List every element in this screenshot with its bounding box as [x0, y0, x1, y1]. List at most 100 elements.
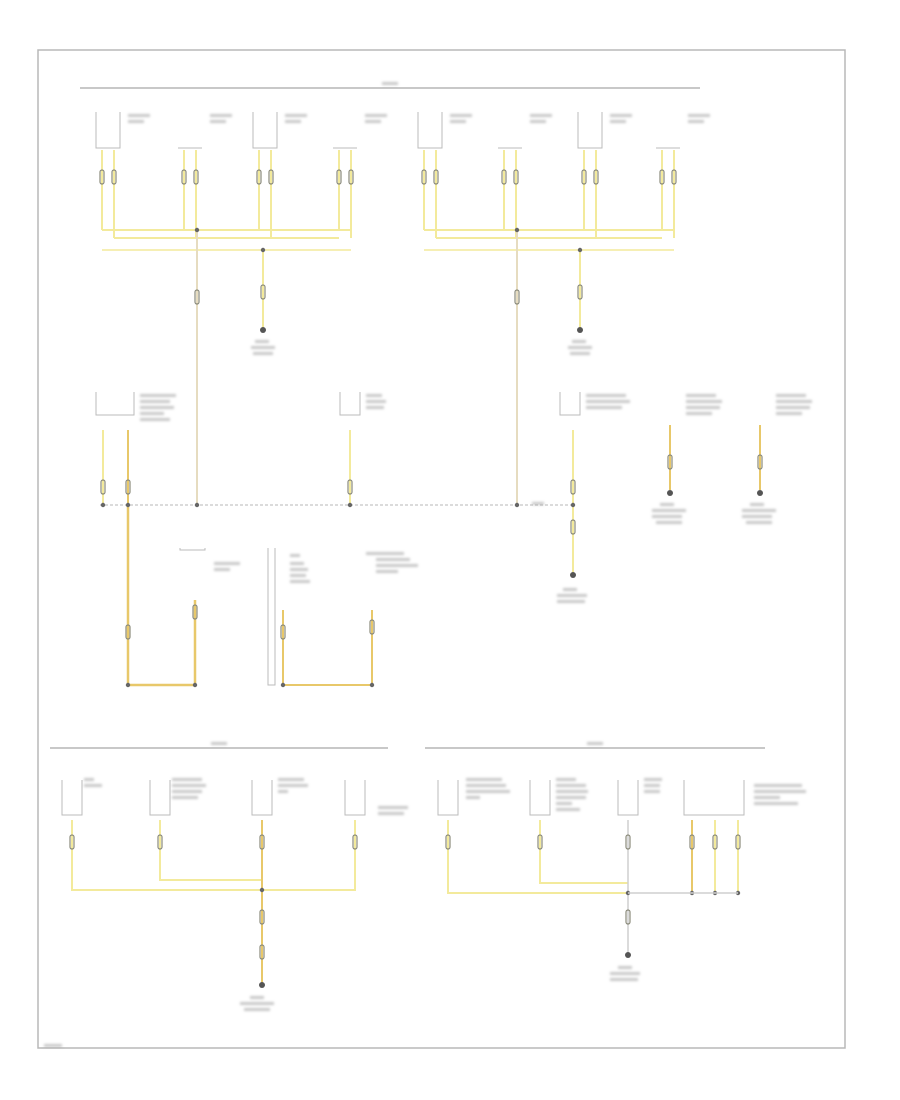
component-label [450, 114, 472, 117]
component-label [556, 790, 588, 793]
ground-icon [260, 327, 266, 333]
component-label [746, 521, 772, 524]
terminal [501, 169, 507, 185]
component-label [172, 790, 202, 793]
component-label [750, 503, 764, 506]
component-label [378, 806, 408, 809]
splice-dot [194, 502, 200, 508]
terminal [445, 834, 451, 850]
component-label [530, 114, 552, 117]
component-label [556, 808, 580, 811]
component-outline [339, 392, 361, 416]
component-label [686, 394, 716, 397]
component-label [532, 502, 544, 505]
component-outline [267, 548, 276, 686]
component-label [610, 972, 640, 975]
component-outline [529, 780, 551, 816]
component-label [776, 400, 812, 403]
terminal [336, 169, 342, 185]
splice-dot [347, 502, 353, 508]
component-label [776, 406, 810, 409]
component-label [172, 784, 206, 787]
component-label [556, 778, 576, 781]
component-label [290, 562, 304, 565]
component-label [140, 418, 170, 421]
component-label [688, 120, 704, 123]
ground-icon [577, 327, 583, 333]
component-label [466, 784, 506, 787]
terminal [193, 169, 199, 185]
component-label [290, 554, 300, 557]
component-label [278, 778, 304, 781]
component-label [140, 400, 170, 403]
splice-dot [577, 247, 583, 253]
component-label [366, 394, 382, 397]
terminal [513, 169, 519, 185]
component-label [686, 400, 722, 403]
wire [447, 820, 628, 894]
terminal [735, 834, 741, 850]
wire [539, 820, 628, 884]
splice-dot [125, 682, 131, 688]
component-outline [179, 548, 206, 551]
component-label [285, 114, 307, 117]
terminal [689, 834, 695, 850]
component-label [253, 352, 273, 355]
terminal [157, 834, 163, 850]
component-label [140, 394, 176, 397]
component-label [644, 790, 660, 793]
terminal [671, 169, 677, 185]
splice-dot [194, 227, 200, 233]
component-outline [559, 392, 581, 416]
component-label [557, 594, 587, 597]
component-label [251, 346, 275, 349]
component-label [586, 400, 630, 403]
splice-dot [369, 682, 375, 688]
component-label [365, 114, 387, 117]
component-label [140, 412, 164, 415]
ground-icon [570, 572, 576, 578]
terminal [712, 834, 718, 850]
component-label [290, 568, 308, 571]
terminal [570, 519, 576, 535]
splice-dot [192, 682, 198, 688]
splice-dot [514, 502, 520, 508]
wire [71, 820, 262, 891]
component-label [172, 796, 198, 799]
component-outline [683, 780, 745, 816]
component-label [652, 509, 686, 512]
component-label [210, 114, 232, 117]
component-label [644, 784, 660, 787]
component-label [365, 120, 381, 123]
terminal [280, 624, 286, 640]
component-label [686, 412, 712, 415]
component-outline [437, 780, 459, 816]
terminal [348, 169, 354, 185]
terminal [111, 169, 117, 185]
component-label [610, 120, 626, 123]
component-label [742, 515, 772, 518]
component-label [376, 558, 410, 561]
splice-dot [125, 502, 131, 508]
component-label [140, 406, 174, 409]
terminal [181, 169, 187, 185]
component-label [586, 394, 626, 397]
component-label [210, 120, 226, 123]
wire [262, 820, 356, 891]
component-label [587, 742, 603, 745]
component-label [240, 1002, 274, 1005]
diagram-frame [37, 49, 846, 1049]
wire [159, 820, 262, 881]
component-label [652, 515, 682, 518]
ground-icon [625, 952, 631, 958]
component-label [366, 400, 386, 403]
component-label [563, 588, 577, 591]
component-label [378, 812, 404, 815]
component-label [776, 394, 806, 397]
component-label [285, 120, 301, 123]
terminal [577, 284, 583, 300]
component-outline [95, 392, 135, 416]
component-label [556, 796, 586, 799]
component-label [530, 120, 546, 123]
terminal [433, 169, 439, 185]
